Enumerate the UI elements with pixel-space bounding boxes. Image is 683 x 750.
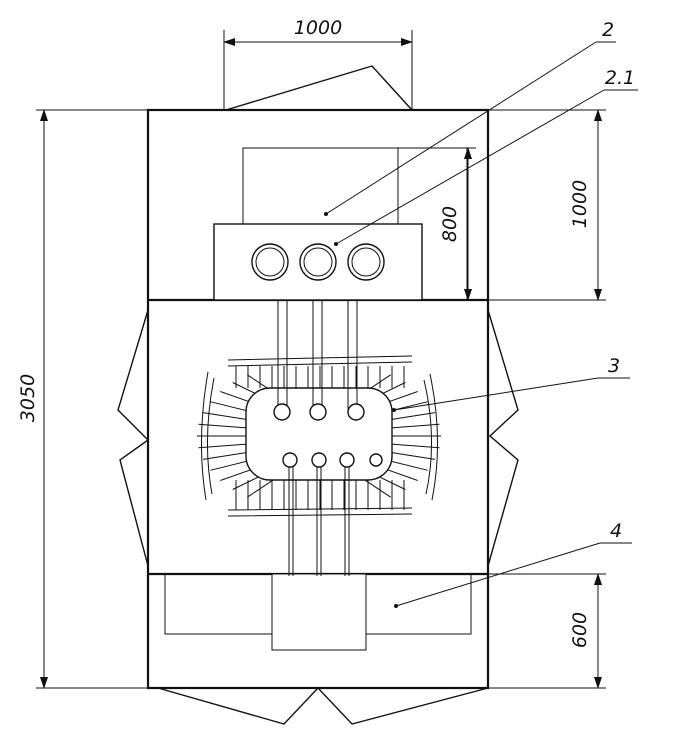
top-entrance-shape xyxy=(225,65,413,111)
dimension-lower-height: 600 xyxy=(488,573,606,689)
callout-2-1: 2.1 xyxy=(334,67,638,246)
callout-3: 3 xyxy=(392,355,630,412)
callout-4-label: 4 xyxy=(610,520,622,542)
dimension-total-height: 3050 xyxy=(17,109,148,689)
dimension-upper-height-label: 1000 xyxy=(569,180,591,228)
bushing-circle-3 xyxy=(347,243,385,281)
radiator-fin xyxy=(385,412,436,421)
dimension-lower-height-label: 600 xyxy=(569,612,591,648)
transformer-unit xyxy=(197,300,441,576)
hv-leads xyxy=(273,300,365,421)
dimension-upper-height: 1000 xyxy=(488,109,606,301)
bottom-bay-shape xyxy=(157,686,489,725)
dimension-top-width: 1000 xyxy=(223,17,413,110)
radiator-fins xyxy=(197,366,441,510)
radiator-fin xyxy=(385,451,436,460)
lower-room-equipment xyxy=(164,573,472,651)
dimension-inner-height-label: 800 xyxy=(439,206,461,242)
radiator-fin xyxy=(198,423,250,429)
callout-3-label: 3 xyxy=(608,355,620,377)
radiator-fin xyxy=(198,443,250,449)
dimension-inner-height: 800 xyxy=(439,147,476,301)
radiator-fin xyxy=(388,423,440,429)
radiator-fin xyxy=(388,443,440,449)
bushing-circle-1 xyxy=(251,243,289,281)
radiator-fin xyxy=(202,412,253,421)
dimension-total-height-label: 3050 xyxy=(17,374,39,422)
lv-leads xyxy=(282,452,383,576)
left-bay-shape xyxy=(117,309,150,567)
dimension-top-width-label: 1000 xyxy=(294,17,342,39)
right-bay-shape xyxy=(487,309,519,567)
upper-room-equipment xyxy=(213,147,468,301)
bushing-circle-2 xyxy=(299,243,337,281)
radiator-fin xyxy=(202,451,253,460)
callout-2: 2 xyxy=(324,19,616,216)
callout-2-1-label: 2.1 xyxy=(605,67,635,89)
callout-2-label: 2 xyxy=(602,19,614,41)
callout-4: 4 xyxy=(394,520,632,608)
